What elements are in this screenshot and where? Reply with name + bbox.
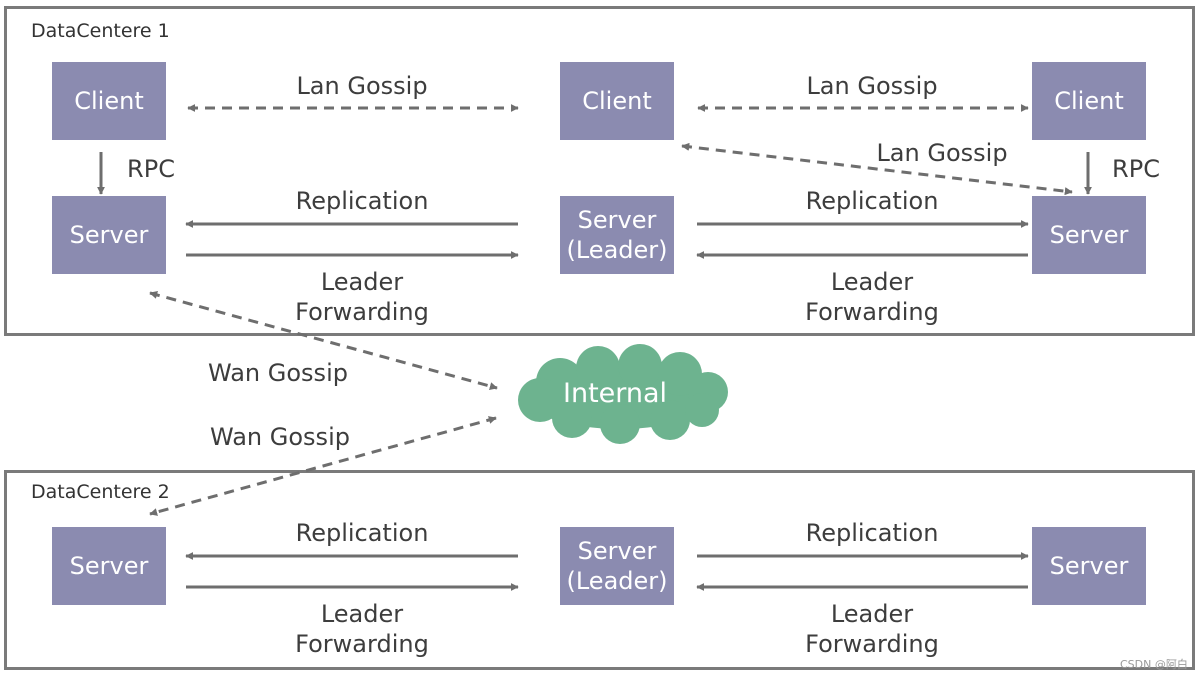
replication-label-dc1-right: Replication [805, 187, 939, 215]
server-node-dc2-right: Server [1032, 527, 1146, 605]
datacenter-1-frame [4, 6, 1195, 336]
wan-gossip-arrow-upper [149, 291, 498, 390]
server-node-dc1-right: Server [1032, 196, 1146, 274]
replication-label-dc2-left: Replication [295, 519, 429, 547]
datacenter-1-title: DataCentere 1 [31, 20, 170, 42]
wan-gossip-label-upper: Wan Gossip [208, 359, 348, 387]
forwarding-label-dc2-right: Leader Forwarding [805, 600, 939, 658]
wan-gossip-label-lower: Wan Gossip [210, 423, 350, 451]
lan-gossip-label-right: Lan Gossip [806, 72, 938, 100]
rpc-label-right: RPC [1112, 155, 1160, 183]
server-node-dc1-left: Server [52, 196, 166, 274]
internet-cloud-label: Internal [563, 378, 668, 409]
client-node-left: Client [52, 62, 166, 140]
client-node-middle: Client [560, 62, 674, 140]
lan-gossip-label-diagonal: Lan Gossip [876, 139, 1008, 167]
forwarding-label-dc1-right: Leader Forwarding [805, 268, 939, 326]
server-leader-node-dc2: Server (Leader) [560, 527, 674, 605]
server-node-dc2-left: Server [52, 527, 166, 605]
replication-label-dc1-left: Replication [295, 187, 429, 215]
rpc-label-left: RPC [127, 155, 175, 183]
lan-gossip-label-left: Lan Gossip [296, 72, 428, 100]
wan-gossip-arrow-lower [149, 416, 497, 516]
internet-cloud [518, 344, 728, 444]
datacenter-2-title: DataCentere 2 [31, 481, 170, 503]
lan-gossip-arrow-diagonal [681, 142, 1073, 196]
client-node-right: Client [1032, 62, 1146, 140]
server-leader-node-dc1: Server (Leader) [560, 196, 674, 274]
forwarding-label-dc2-left: Leader Forwarding [295, 600, 429, 658]
watermark: CSDN @阿白 [1120, 658, 1188, 671]
replication-label-dc2-right: Replication [805, 519, 939, 547]
forwarding-label-dc1-left: Leader Forwarding [295, 268, 429, 326]
datacenter-2-frame [4, 470, 1195, 670]
